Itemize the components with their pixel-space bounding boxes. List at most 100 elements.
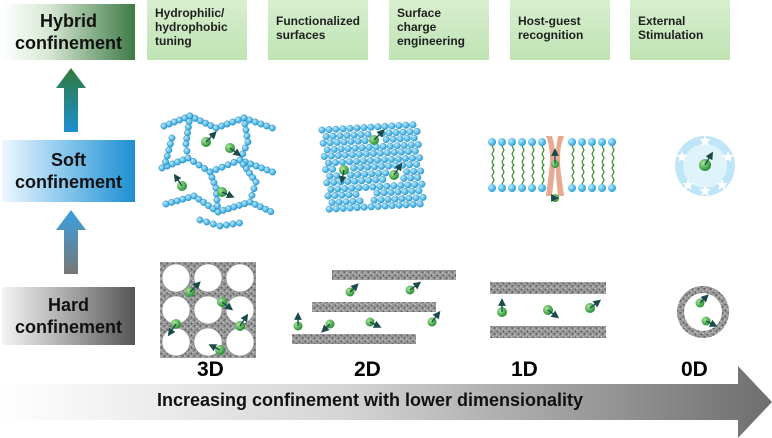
star-icon	[716, 179, 728, 190]
sheet-bead	[337, 145, 345, 153]
sheet-bead	[348, 151, 356, 159]
sheet-bead	[388, 202, 396, 210]
polymer-bead	[182, 140, 190, 148]
sheet-bead	[406, 128, 414, 136]
lipid-head	[488, 138, 496, 146]
sheet-bead	[358, 177, 366, 185]
sheet-bead	[346, 124, 354, 132]
polymer-bead	[183, 134, 191, 142]
sheet-bead	[339, 204, 347, 212]
category-hard-line1: Hard	[47, 295, 89, 315]
sheet-bead	[400, 141, 408, 149]
pore-icon	[225, 263, 255, 293]
lipid-head	[588, 138, 596, 146]
polymer-bead	[230, 159, 238, 166]
diffusion-arrow-icon	[699, 294, 709, 304]
sheet-bead	[327, 152, 335, 160]
polymer-bead	[190, 158, 197, 165]
lipid-head	[508, 138, 516, 146]
sheet-bead	[343, 131, 351, 139]
polymer-bead	[209, 220, 217, 228]
sheet-bead	[365, 176, 373, 184]
sheet-bead	[319, 139, 327, 147]
sheet-bead	[414, 141, 422, 149]
lipid-tail	[531, 145, 535, 167]
cavity-interior	[684, 293, 722, 331]
sheet-bead	[399, 128, 407, 136]
category-soft-confinement: Soft confinement	[2, 140, 135, 202]
polymer-bead	[184, 129, 191, 137]
sheet-bead	[332, 205, 340, 213]
sheet-bead	[384, 195, 392, 203]
sheet-bead	[349, 197, 357, 205]
polymer-bead	[223, 221, 230, 229]
sheet-bead	[411, 147, 419, 155]
sheet-bead	[413, 127, 421, 135]
soft-0d-micelle	[675, 135, 735, 196]
sheet-bead	[381, 202, 389, 210]
sheet-bead	[419, 193, 427, 201]
diffusion-arrow-icon	[321, 323, 331, 333]
polymer-bead	[239, 150, 247, 158]
sheet-bead	[394, 188, 402, 196]
strategy-host-guest: Host-guest recognition	[510, 0, 610, 60]
lipid-tail	[521, 163, 525, 185]
lipid-tail	[591, 145, 595, 167]
sheet-bead	[397, 181, 405, 189]
sheet-bead	[353, 157, 360, 165]
sheet-bead	[356, 197, 364, 205]
sheet-bead	[347, 138, 355, 146]
polymer-bead	[241, 120, 249, 128]
sheet-bead	[362, 150, 370, 158]
sheet-bead	[326, 172, 334, 180]
sheet-bead	[416, 200, 424, 208]
pore-icon	[161, 263, 191, 293]
sheet-bead	[337, 178, 345, 186]
category-hybrid-line1: Hybrid	[39, 11, 97, 31]
diffusion-arrow-icon	[369, 320, 382, 328]
sheet-bead	[351, 177, 359, 185]
sheet-bead	[403, 134, 411, 142]
sheet-bead	[322, 166, 330, 174]
sheet-bead	[360, 203, 368, 211]
diffusion-arrow-icon	[239, 313, 249, 327]
sheet-bead	[381, 156, 388, 164]
sheet-bead	[404, 181, 412, 189]
sheet-bead	[372, 176, 380, 184]
sheet-bead	[339, 158, 346, 166]
sheet-bead	[351, 144, 359, 152]
sheet-bead	[369, 183, 377, 191]
sheet-bead	[389, 135, 397, 143]
sheet-bead	[323, 146, 331, 154]
diffusion-arrow-icon	[173, 173, 183, 187]
sheet-bead	[333, 172, 341, 180]
lipid-tail	[611, 145, 615, 167]
lipid-head	[598, 184, 606, 192]
sheet-bead	[374, 123, 382, 131]
polymer-bead	[163, 152, 171, 160]
slit-wall	[332, 270, 456, 280]
diffusion-arrow-icon	[409, 281, 422, 291]
sheet-bead	[374, 156, 381, 164]
pore-icon	[161, 327, 191, 357]
diffusion-arrow-icon	[189, 281, 201, 293]
strategy-1-line2: hydrophobic	[155, 20, 228, 34]
sheet-bead	[330, 145, 338, 153]
sheet-bead	[348, 184, 356, 192]
sheet-bead	[330, 178, 338, 186]
sheet-bead	[392, 129, 400, 137]
sheet-bead	[361, 137, 369, 145]
sheet-bead	[375, 169, 383, 177]
diffusion-arrow-icon	[431, 310, 441, 323]
lipid-head	[538, 138, 546, 146]
polymer-bead	[195, 161, 203, 169]
diffusion-arrow-icon	[393, 162, 403, 176]
sheet-bead	[318, 126, 326, 134]
sheet-bead	[338, 191, 346, 199]
sheet-bead	[331, 192, 339, 200]
sheet-bead	[409, 154, 416, 162]
star-icon	[722, 151, 734, 162]
sheet-bead	[405, 194, 413, 202]
polymer-bead	[166, 140, 174, 148]
lipid-tail	[511, 163, 515, 185]
